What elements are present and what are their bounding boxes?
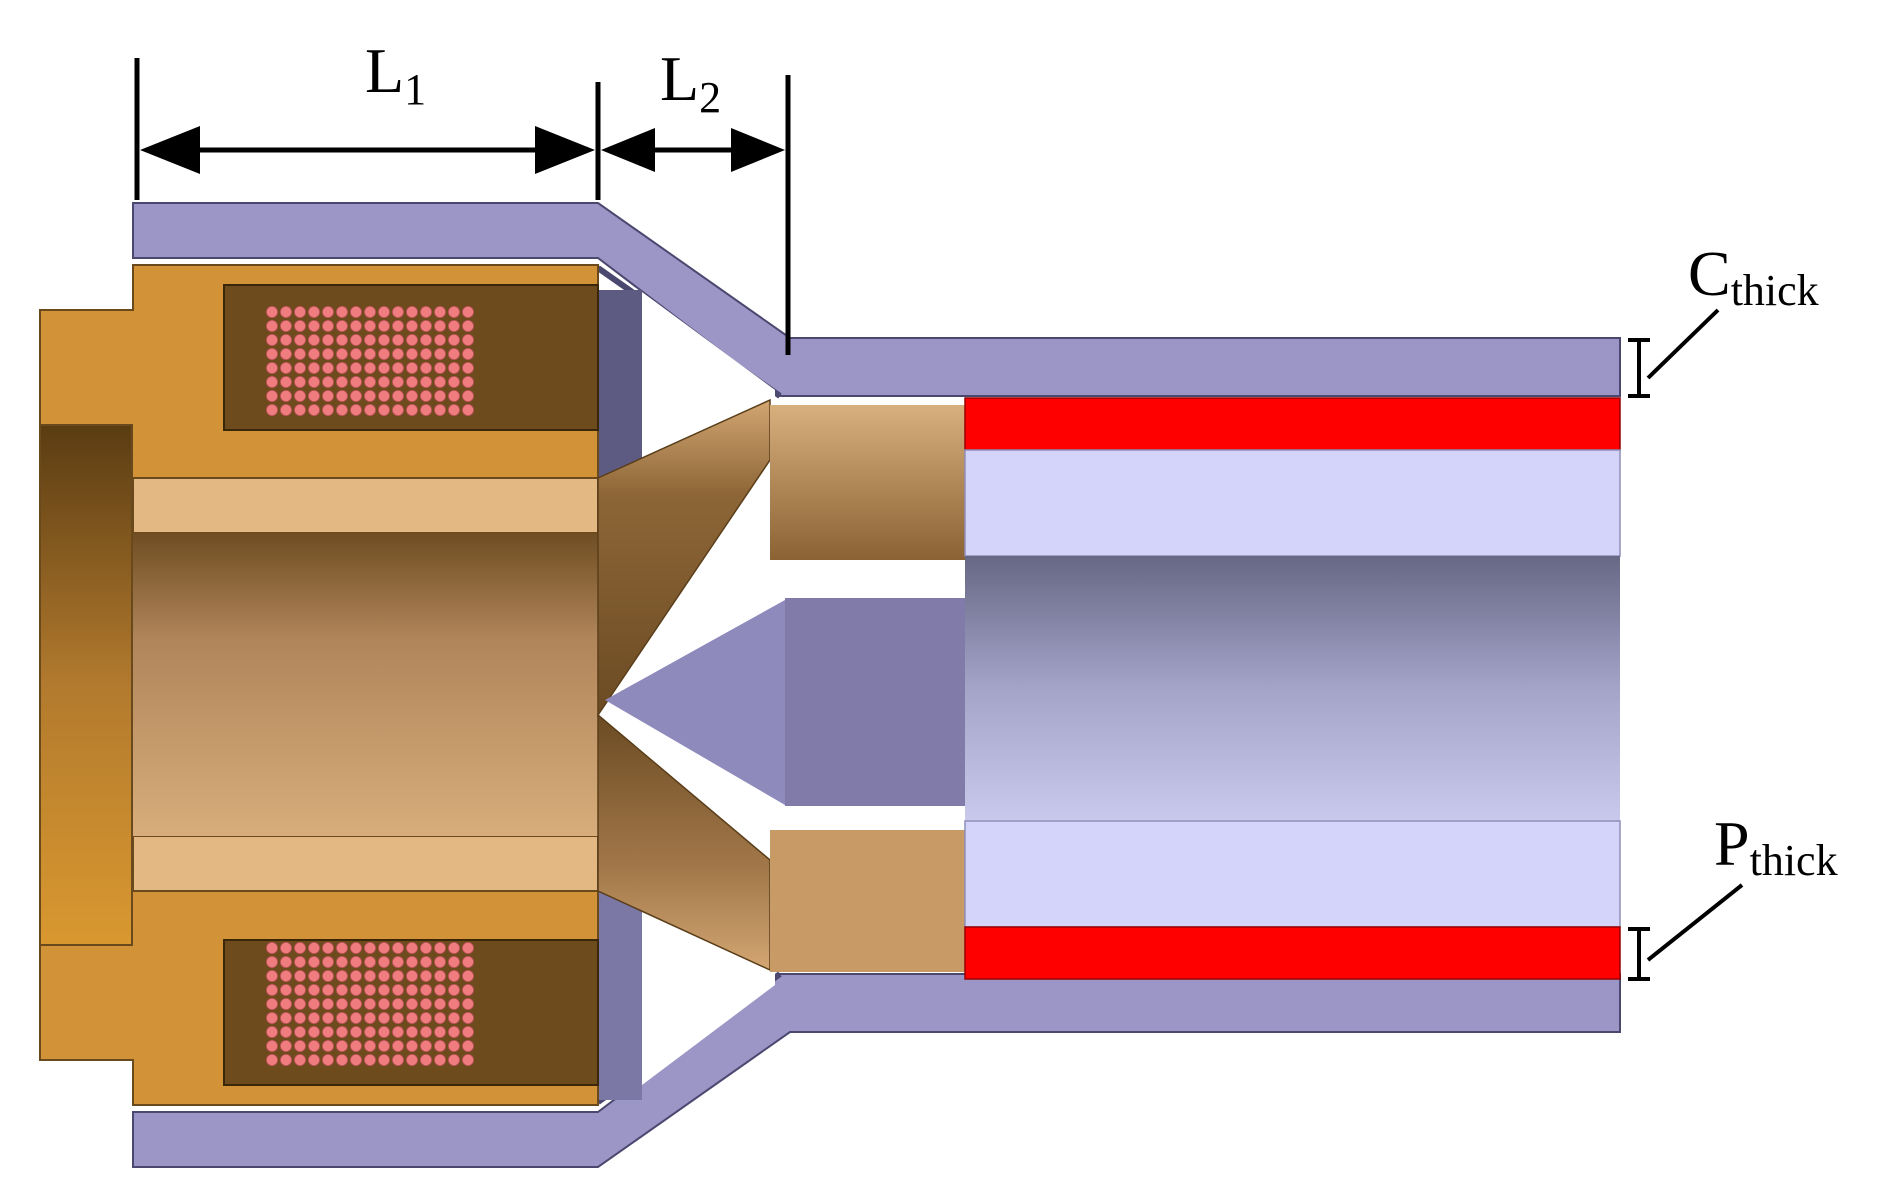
slot-lower xyxy=(785,806,965,830)
c-thick-bracket xyxy=(1628,338,1650,398)
flange-inner-face xyxy=(39,424,133,946)
label-l1: L1 xyxy=(365,35,426,114)
core-shaft xyxy=(785,598,965,806)
thickness-markers xyxy=(1628,308,1744,981)
copper-bore xyxy=(133,533,598,836)
l1-arrow-left xyxy=(140,126,200,174)
l2-arrow-right xyxy=(731,128,785,172)
c-thick-leader xyxy=(1646,308,1720,380)
core-wedge xyxy=(605,600,785,805)
coil-winding-upper xyxy=(265,305,475,417)
shaft-upper xyxy=(770,405,965,560)
coil-winding-lower xyxy=(265,941,475,1067)
field-shaper xyxy=(597,398,965,972)
inner-sleeve-lower xyxy=(132,835,599,892)
pipe-workpiece xyxy=(964,397,1621,980)
pipe-bore xyxy=(965,556,1620,821)
liner-upper xyxy=(964,449,1621,557)
pipe-wall-upper xyxy=(964,397,1621,451)
copper-housing xyxy=(39,264,599,1106)
label-l2: L2 xyxy=(660,43,721,122)
liner-lower xyxy=(964,820,1621,928)
label-c-thick: Cthick xyxy=(1688,238,1819,315)
label-p-thick: Pthick xyxy=(1714,808,1838,885)
l2-arrow-left xyxy=(601,128,655,172)
dimension-arrowheads xyxy=(140,126,785,174)
dimension-lines xyxy=(134,58,791,355)
p-thick-bracket xyxy=(1628,927,1650,981)
casing-upper xyxy=(132,202,1621,397)
inner-sleeve-upper xyxy=(132,477,599,534)
gap-lower xyxy=(642,880,775,1085)
p-thick-leader xyxy=(1646,883,1744,962)
shaft-lower xyxy=(770,830,965,972)
l1-arrow-right xyxy=(535,126,595,174)
slot-upper xyxy=(785,565,965,598)
pipe-wall-lower xyxy=(964,926,1621,980)
